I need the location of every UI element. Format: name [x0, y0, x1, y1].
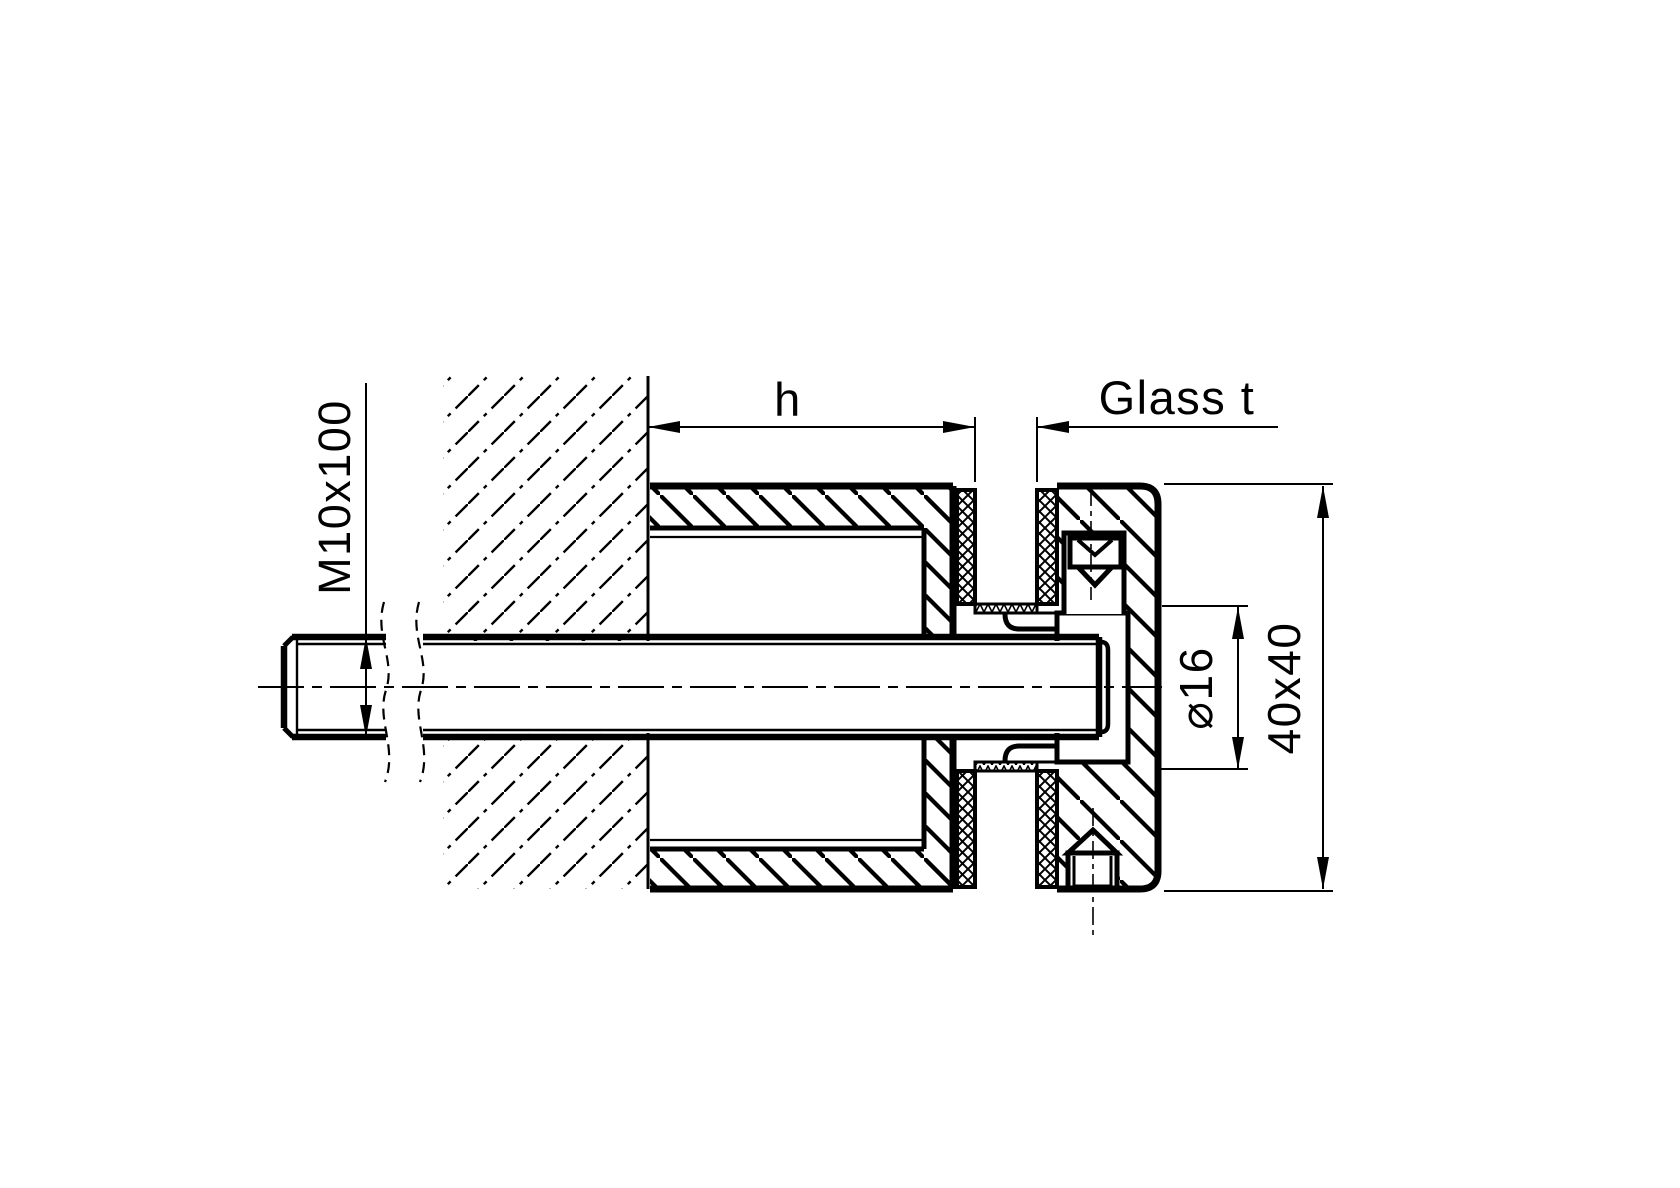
label-h: h: [774, 373, 802, 426]
arrow-glass-t: [1037, 421, 1069, 433]
screw-top-cone-point: [1072, 564, 1118, 589]
arrow-h-left: [648, 421, 680, 433]
glass-hole-bushing: [973, 602, 1057, 773]
arrow-40-bottom: [1317, 857, 1329, 889]
cylinder-hatch-bottom: [650, 851, 953, 889]
dimension-d16: [1158, 605, 1248, 770]
liner-bottom: [973, 760, 1039, 773]
label-40x40: 40x40: [1258, 622, 1310, 755]
spacer-cylinder: [650, 482, 957, 893]
stud-thread-minor-lines: [297, 642, 1097, 732]
cylinder-outer-edges: [650, 482, 953, 893]
set-screw-bottom: [1061, 808, 1124, 940]
label-m10x100: M10x100: [309, 399, 360, 595]
set-screw-top: [1067, 488, 1124, 600]
dimension-40x40: [1164, 483, 1333, 892]
label-glass-t: Glass t: [1099, 371, 1256, 424]
dimension-h: [648, 417, 976, 482]
gasket-left-top: [955, 488, 977, 606]
dimension-glass-t: [1036, 417, 1278, 482]
dimension-m10: [360, 383, 372, 737]
break-line-right: [415, 601, 426, 783]
liner-top: [973, 602, 1039, 615]
arrow-40-top: [1317, 486, 1329, 518]
cylinder-hatch-front-top: [926, 488, 953, 638]
bushing-step-bottom: [1002, 743, 1057, 762]
arrow-d16-bottom: [1232, 737, 1244, 769]
break-line-left: [380, 601, 391, 783]
bushing-step-top: [1002, 613, 1057, 632]
arrow-h-right: [943, 421, 975, 433]
cylinder-bore-edges: [650, 525, 924, 852]
cylinder-bore-thin-lines: [650, 535, 922, 842]
screw-top-hex-socket: [1076, 538, 1114, 558]
gasket-left-bottom: [955, 769, 977, 889]
cylinder-hatch-top: [650, 488, 953, 526]
gasket-right-bottom: [1035, 769, 1059, 889]
dimensions: [360, 383, 1333, 892]
cylinder-hatch-front-bottom: [926, 739, 953, 889]
stud-left-chamfers: [282, 635, 295, 739]
arrow-d16-top: [1232, 607, 1244, 639]
wall-hatch: [443, 376, 648, 889]
stud-outer-lines: [292, 633, 1099, 741]
label-d16: ⌀16: [1170, 646, 1222, 729]
gaskets: [955, 488, 1059, 889]
arrow-m10-bottom: [360, 705, 372, 737]
arrow-m10-top: [360, 637, 372, 669]
wall-section: [443, 376, 650, 889]
gasket-right-top: [1035, 488, 1059, 606]
